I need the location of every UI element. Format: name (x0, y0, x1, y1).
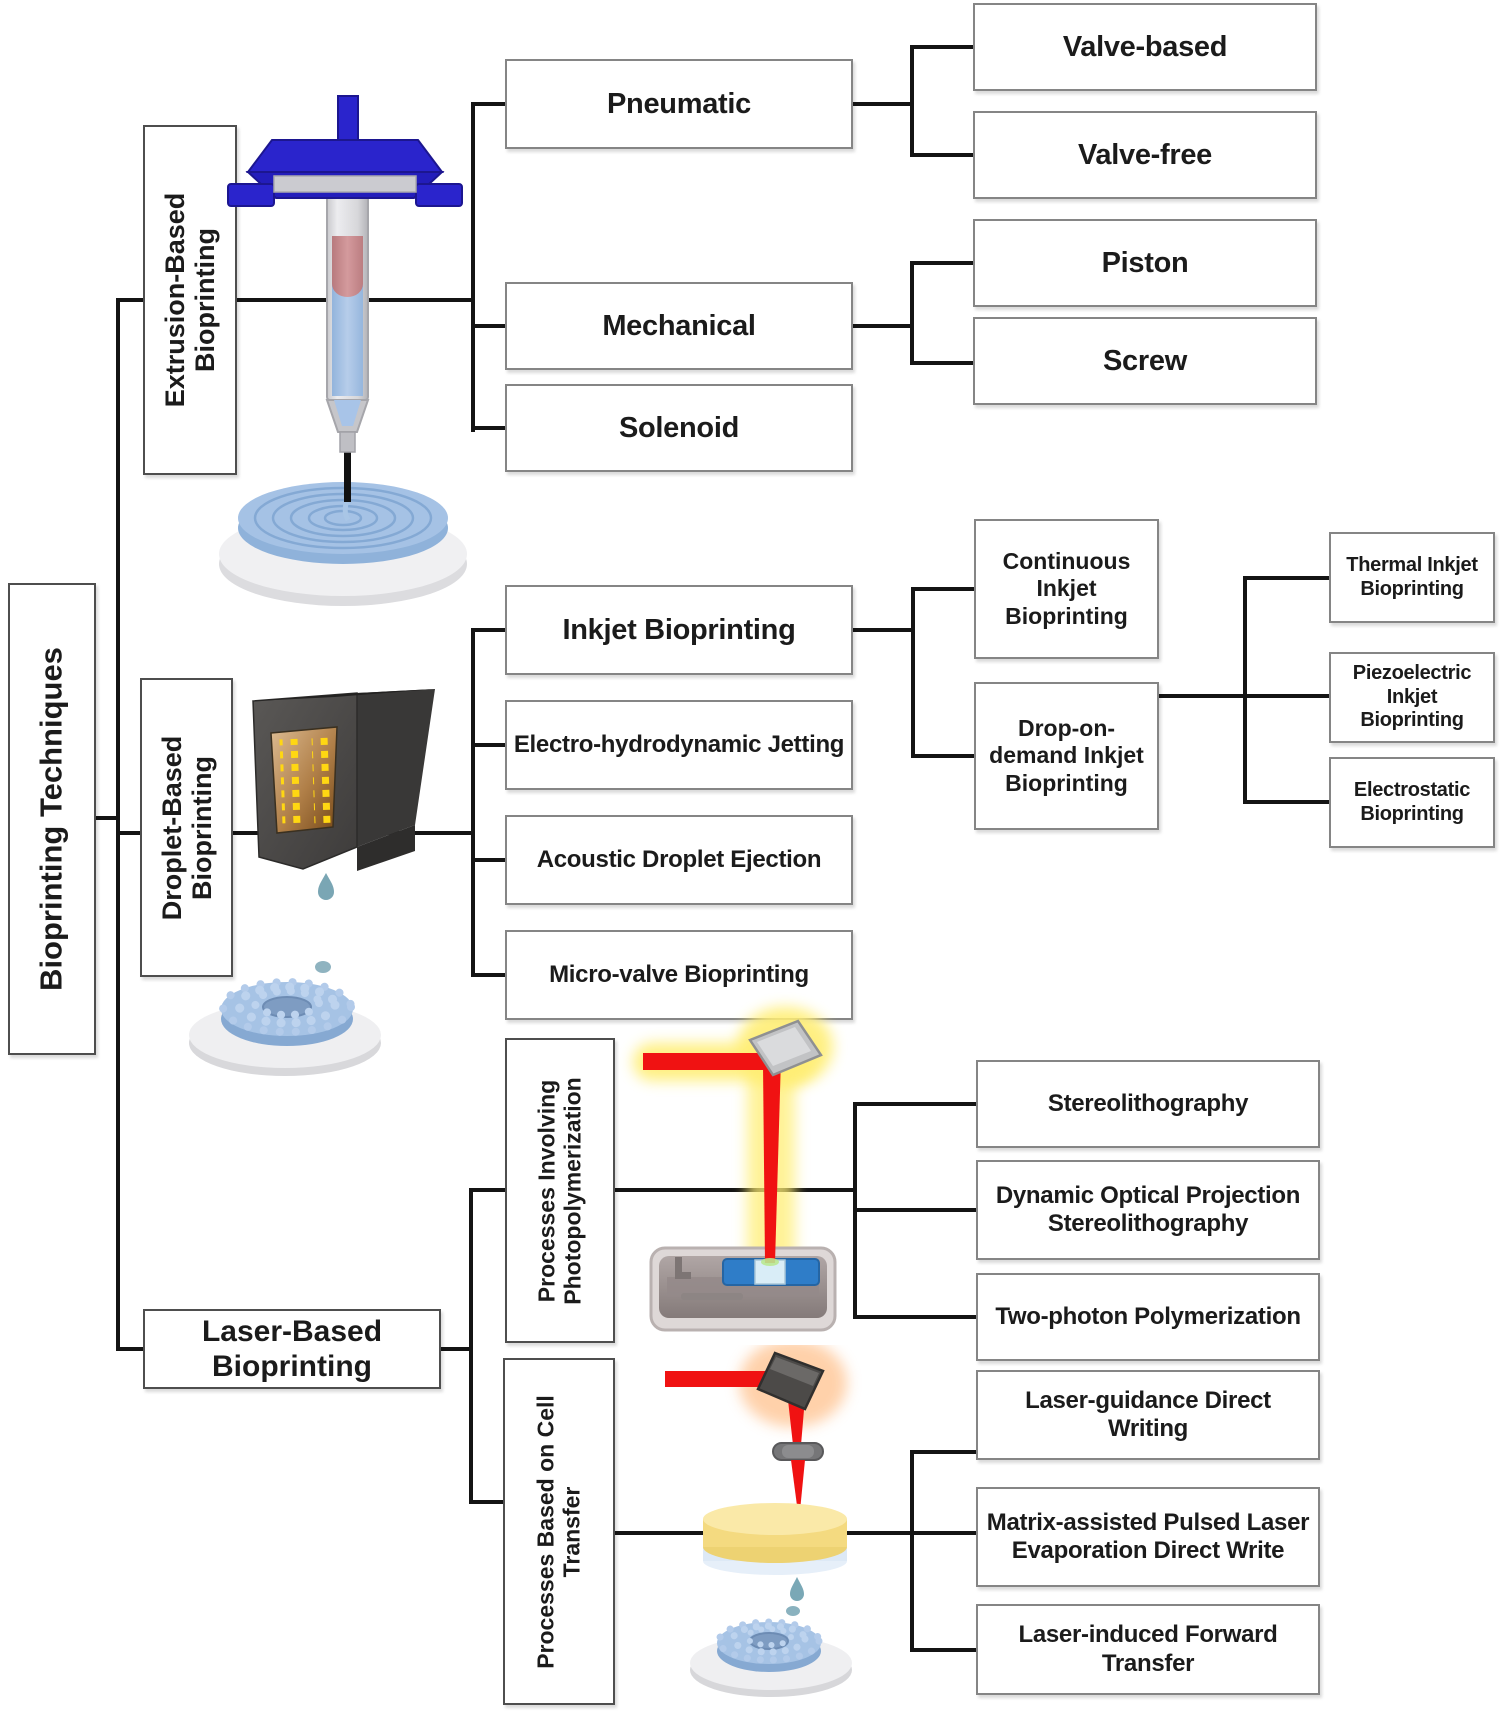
photopolymerization-connector (615, 1188, 855, 1192)
node-dynamic-optical-projection-stereolithography: Dynamic Optical Projection Stereolithogr… (976, 1160, 1320, 1260)
node-valve-free: Valve-free (973, 111, 1317, 199)
extrusion-syringe-illustration (219, 95, 467, 606)
node-two-photon-polymerization: Two-photon Polymerization (976, 1273, 1320, 1361)
laser-connector (441, 1347, 473, 1351)
node-laser-induced-forward-transfer: Laser-induced Forward Transfer (976, 1604, 1320, 1695)
bracket-pneumatic-v (910, 45, 914, 157)
laser-branch-label: Laser-Based Bioprinting (201, 1314, 383, 1383)
root-label: Bioprinting Techniques (33, 647, 69, 991)
stub-droplet (116, 831, 144, 835)
node-screw: Screw (973, 317, 1317, 405)
node-piston: Piston (973, 219, 1317, 307)
droplet-printhead-illustration (189, 689, 435, 1076)
node-piezoelectric-inkjet-bioprinting: Piezoelectric Inkjet Bioprinting (1329, 652, 1495, 743)
node-continuous-inkjet-bioprinting: Continuous Inkjet Bioprinting (974, 519, 1159, 659)
node-electro-hydrodynamic-jetting: Electro-hydrodynamic Jetting (505, 700, 853, 790)
node-solenoid: Solenoid (505, 384, 853, 472)
stub-laser (116, 1347, 147, 1351)
bracket-droplet-v (471, 628, 475, 977)
pneumatic-connector (853, 102, 910, 106)
node-thermal-inkjet-bioprinting: Thermal Inkjet Bioprinting (1329, 532, 1495, 623)
node-processes-involving-photopolymerization: Processes Involving Photopolymerization (505, 1038, 615, 1343)
laser-photopolymerization-illustration (633, 1007, 837, 1332)
laser-cell-transfer-illustration (665, 1345, 852, 1697)
stub-extrusion (116, 298, 147, 302)
bracket-laser-v (469, 1188, 473, 1504)
node-laser-based-bioprinting: Laser-Based Bioprinting (143, 1309, 441, 1389)
bracket-transfer-v (910, 1450, 914, 1652)
node-mechanical: Mechanical (505, 282, 853, 370)
node-electrostatic-bioprinting: Electrostatic Bioprinting (1329, 757, 1495, 848)
node-valve-based: Valve-based (973, 3, 1317, 91)
stub-root (96, 816, 120, 820)
bracket-extrusion-v (471, 102, 475, 432)
node-processes-based-on-cell-transfer: Processes Based on Cell Transfer (503, 1358, 615, 1705)
trunk-line (116, 298, 120, 1351)
node-bioprinting-techniques: Bioprinting Techniques (8, 583, 96, 1055)
node-extrusion-based-bioprinting: Extrusion-Based Bioprinting (143, 125, 237, 475)
node-micro-valve-bioprinting: Micro-valve Bioprinting (505, 930, 853, 1020)
bracket-dod-v (1243, 576, 1247, 804)
node-inkjet-bioprinting: Inkjet Bioprinting (505, 585, 853, 675)
bracket-mechanical-v (910, 261, 914, 365)
mechanical-connector (853, 324, 910, 328)
node-pneumatic: Pneumatic (505, 59, 853, 149)
inkjet-connector (853, 628, 913, 632)
node-acoustic-droplet-ejection: Acoustic Droplet Ejection (505, 815, 853, 905)
node-laser-guidance-direct-writing: Laser-guidance Direct Writing (976, 1370, 1320, 1460)
node-stereolithography: Stereolithography (976, 1060, 1320, 1148)
bracket-inkjet-v (911, 587, 915, 758)
bracket-photo-v (853, 1102, 857, 1319)
node-matrix-assisted-pulsed-laser-evaporation-direct-write: Matrix-assisted Pulsed Laser Evaporation… (976, 1487, 1320, 1587)
node-droplet-based-bioprinting: Droplet-Based Bioprinting (140, 678, 233, 977)
node-drop-on-demand-inkjet-bioprinting: Drop-on-demand Inkjet Bioprinting (974, 682, 1159, 830)
